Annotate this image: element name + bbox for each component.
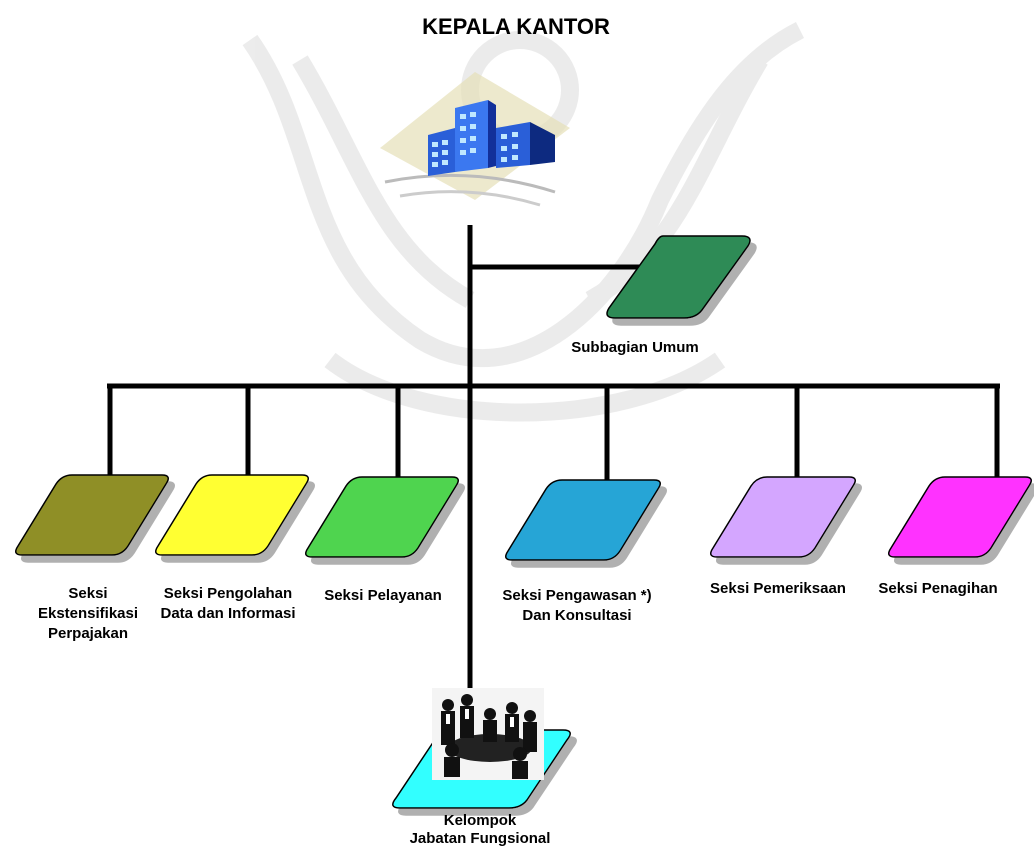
subbagian-umum-shape xyxy=(606,235,751,319)
section-label-4-line-2: Dan Konsultasi xyxy=(522,607,631,624)
section-label-1-line-1: Seksi xyxy=(68,585,107,602)
section-node-3: Seksi Pelayanan xyxy=(305,476,459,604)
section-shape-2 xyxy=(155,474,309,556)
fungsional-node: Kelompok Jabatan Fungsional xyxy=(392,688,571,847)
section-label-4-line-1: Seksi Pengawasan *) xyxy=(502,587,651,604)
section-node-5: Seksi Pemeriksaan xyxy=(710,476,856,597)
watermark-logo xyxy=(242,21,805,422)
subbagian-umum-label: Subbagian Umum xyxy=(571,339,699,356)
section-shape-3 xyxy=(305,476,459,558)
fungsional-label-line-2: Jabatan Fungsional xyxy=(410,830,551,847)
section-node-6: Seksi Penagihan xyxy=(878,476,1032,597)
section-label-3-line-1: Seksi Pelayanan xyxy=(324,587,442,604)
section-shape-5 xyxy=(710,476,856,558)
section-label-6-line-1: Seksi Penagihan xyxy=(878,580,997,597)
subbagian-umum-node: Subbagian Umum xyxy=(571,235,751,356)
connector-lines xyxy=(107,225,1000,700)
fungsional-label-line-1: Kelompok xyxy=(444,812,517,829)
section-label-1-line-3: Perpajakan xyxy=(48,625,128,642)
section-shape-6 xyxy=(888,476,1032,558)
section-label-1-line-2: Ekstensifikasi xyxy=(38,605,138,622)
section-node-4: Seksi Pengawasan *) Dan Konsultasi xyxy=(502,479,661,624)
section-label-5-line-1: Seksi Pemeriksaan xyxy=(710,580,846,597)
section-shape-1 xyxy=(15,474,169,556)
office-building-icon xyxy=(380,72,570,207)
section-shape-4 xyxy=(505,479,661,561)
meeting-people-icon xyxy=(432,688,544,780)
page-title: KEPALA KANTOR xyxy=(422,14,610,39)
section-label-2-line-2: Data dan Informasi xyxy=(160,605,295,622)
section-label-2-line-1: Seksi Pengolahan xyxy=(164,585,292,602)
